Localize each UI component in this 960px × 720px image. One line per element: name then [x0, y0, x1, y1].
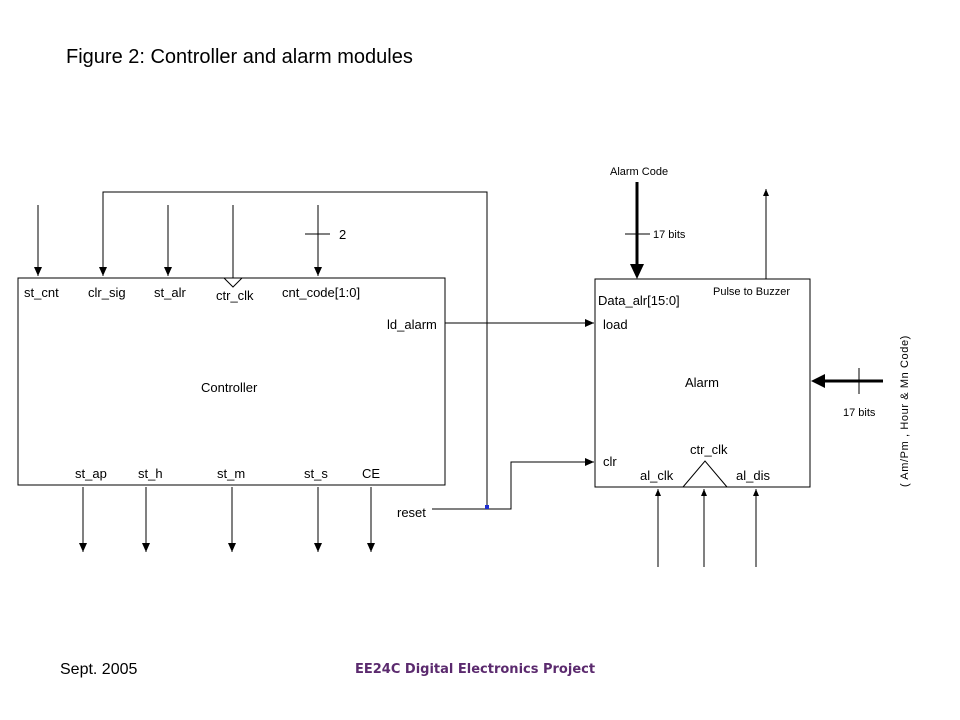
port-ctr-clk-alarm: ctr_clk [690, 442, 728, 457]
side-code-label: ( Am/Pm , Hour & Mn Code) [899, 335, 911, 487]
port-pulse-to-buzzer: Pulse to Buzzer [713, 286, 790, 298]
port-al-clk: al_clk [640, 468, 674, 483]
clock-triangle [223, 277, 243, 288]
port-st-h: st_h [138, 466, 163, 481]
side-code-arrowhead [811, 374, 825, 388]
port-data-alr: Data_alr[15:0] [598, 293, 680, 308]
port-load: load [603, 317, 628, 332]
wire-junction-dot [485, 505, 489, 509]
footer-date: Sept. 2005 [60, 661, 138, 678]
alarm-code-label: Alarm Code [610, 166, 668, 178]
port-al-dis: al_dis [736, 468, 770, 483]
alarm-label: Alarm [685, 375, 719, 390]
port-st-alr: st_alr [154, 285, 186, 300]
alarm-box [594, 278, 811, 488]
port-st-cnt: st_cnt [24, 285, 59, 300]
alarm-code-arrowhead [630, 264, 644, 279]
port-clr: clr [603, 454, 617, 469]
reset-label: reset [397, 505, 426, 520]
port-ld-alarm: ld_alarm [387, 317, 437, 332]
footer-project: EE24C Digital Electronics Project [355, 662, 596, 677]
bits-side-label: 17 bits [843, 407, 876, 419]
bus-width-label: 2 [339, 227, 346, 242]
port-st-ap: st_ap [75, 466, 107, 481]
reset-to-clr-wire [432, 458, 594, 510]
port-clr-sig: clr_sig [88, 285, 126, 300]
port-ctr-clk: ctr_clk [216, 288, 254, 303]
controller-box [17, 277, 446, 486]
alarm-clock-triangle [682, 460, 728, 488]
port-cnt-code: cnt_code[1:0] [282, 285, 360, 300]
controller-label: Controller [201, 380, 258, 395]
port-st-s: st_s [304, 466, 328, 481]
bits-top-label: 17 bits [653, 229, 686, 241]
clr-sig-feedback-wire [102, 191, 488, 507]
figure-title: Figure 2: Controller and alarm modules [66, 46, 413, 68]
port-st-m: st_m [217, 466, 245, 481]
port-ce: CE [362, 466, 380, 481]
